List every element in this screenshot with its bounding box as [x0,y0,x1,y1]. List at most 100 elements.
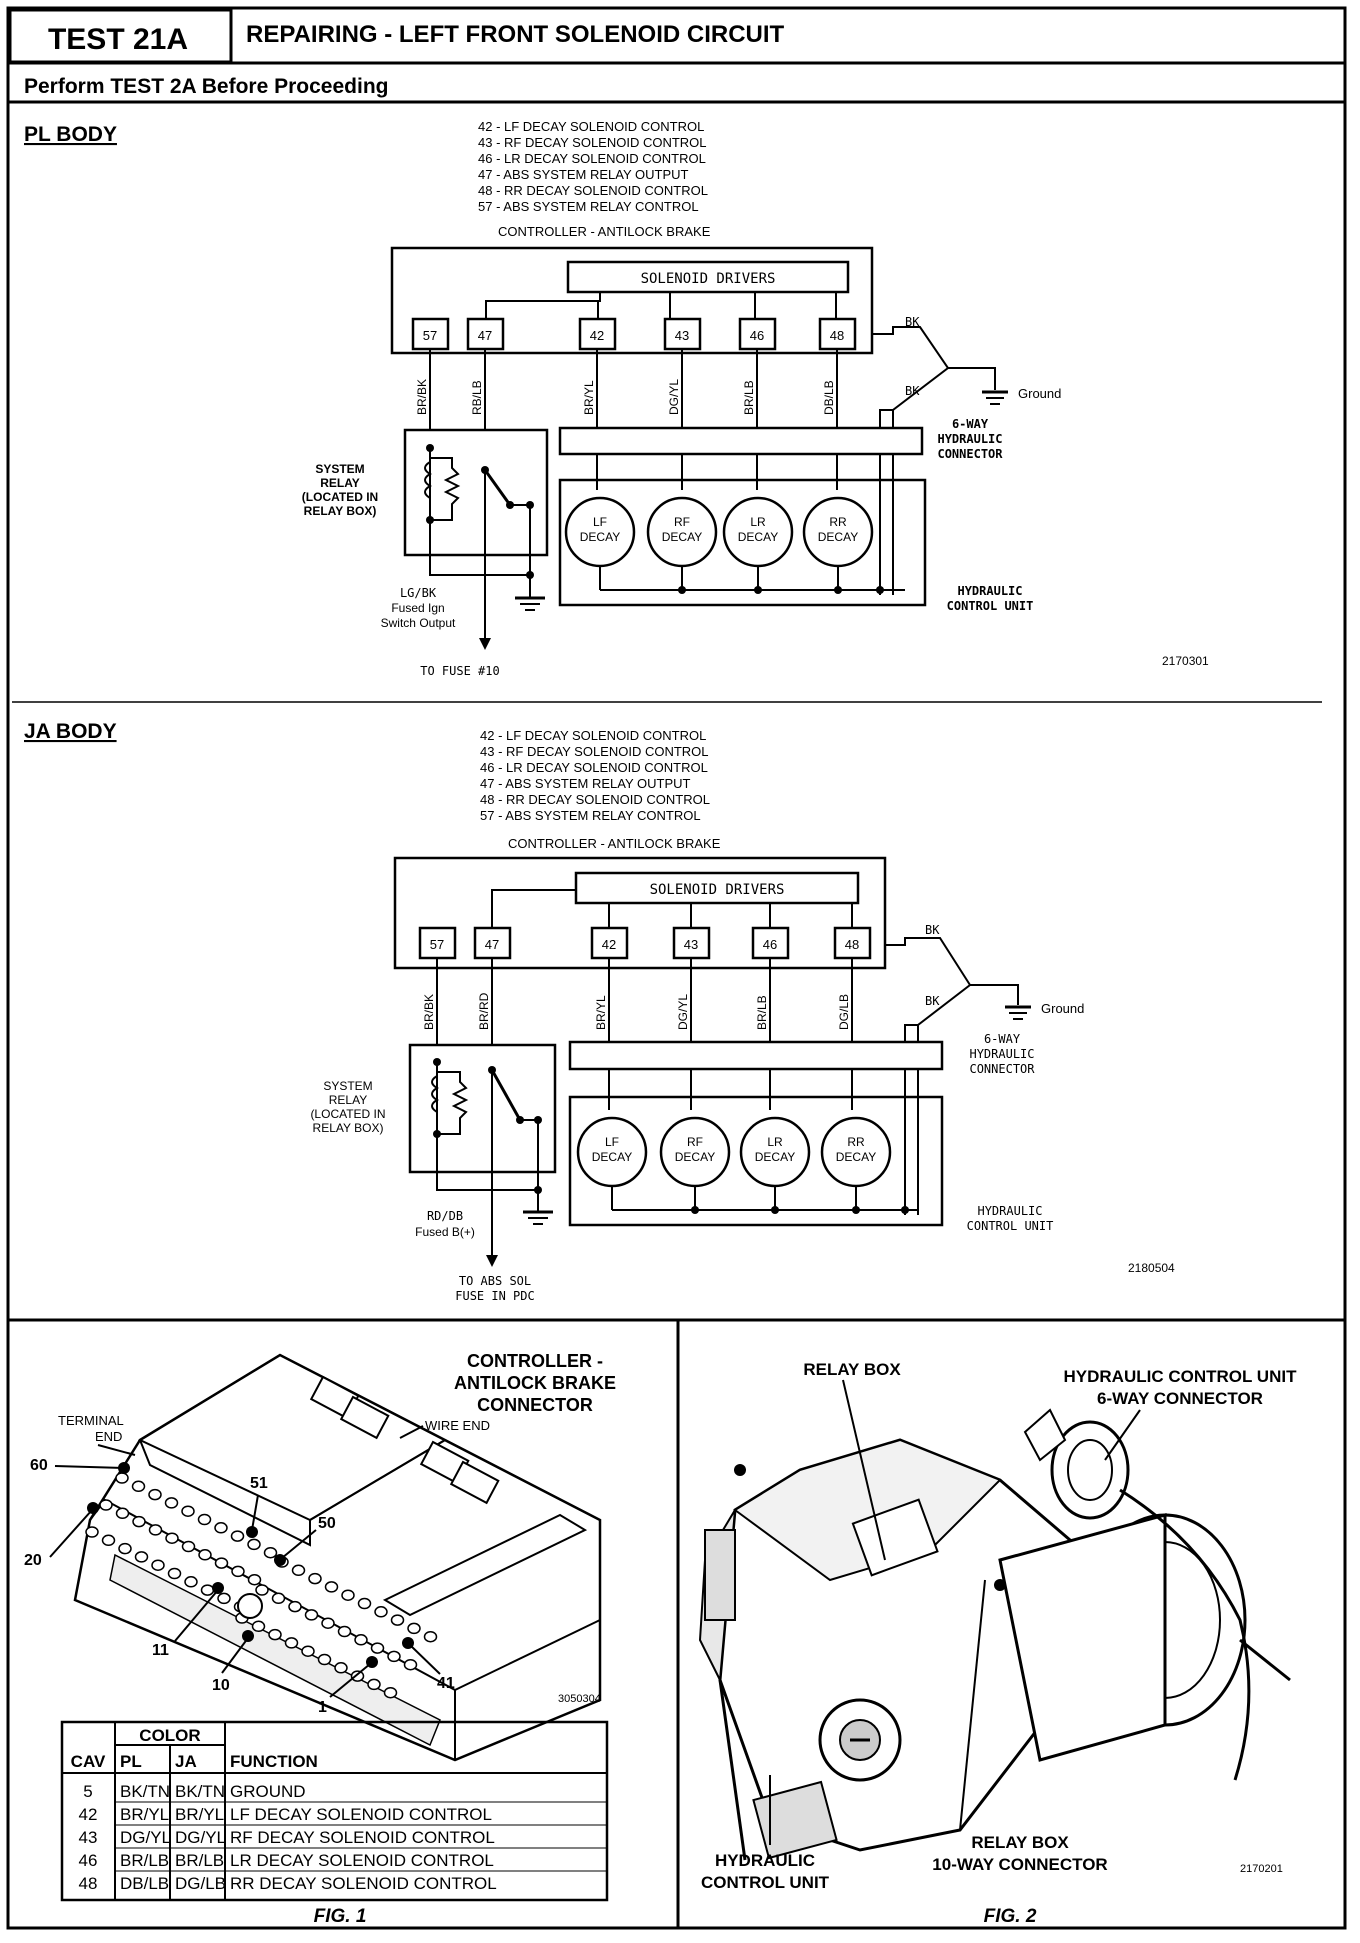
fig2-figure-number: 2170201 [1240,1863,1283,1875]
pl-hydraulic-control-unit [558,478,927,607]
ja-pin-box [418,926,457,960]
fig1-pin-hole [247,1573,262,1586]
fig1-pin-hole [148,1488,162,1501]
fig1-pin-hole [407,1622,421,1635]
fig2-panel: RELAY BOX HYDRAULIC CONTROL UNIT 6-WAY C… [698,1360,1297,1927]
table-header: CAV [71,1752,106,1771]
fig1-pin-holes [85,1472,438,1699]
pl-solenoid-name: LF [593,515,607,529]
pl-legend-line: 43 - RF DECAY SOLENOID CONTROL [478,135,707,150]
pl-legend-line: 46 - LR DECAY SOLENOID CONTROL [478,151,706,166]
ja-pin-number: 57 [430,937,444,952]
ja-hcu-label: CONTROL UNIT [967,1219,1054,1233]
ja-pin-number: 48 [845,937,859,952]
fig1-key-hole [237,1593,263,1619]
pl-section-label: PL BODY [24,123,117,146]
page-subtitle: Perform TEST 2A Before Proceeding [24,75,388,98]
pl-solenoid-type: DECAY [738,530,778,544]
pl-wire-color: BR/LB [742,380,756,415]
fig1-pin-hole [184,1576,198,1588]
pl-legend-line: 47 - ABS SYSTEM RELAY OUTPUT [478,167,689,182]
pl-bk-label: BK [905,384,920,398]
fig1-pin-callout: 10 [212,1677,230,1694]
pl-wire-color: RB/LB [470,380,484,415]
table-cell-function: RR DECAY SOLENOID CONTROL [230,1874,497,1893]
ja-solenoid-name: RR [847,1135,865,1149]
fig1-caption: FIG. 1 [314,1906,367,1927]
pl-feed-label: LG/BK Fused Ign Switch Output [381,586,456,630]
ja-wire-color: BR/LB [755,995,769,1030]
pl-6-way-connector [558,426,924,456]
pl-solenoid-name: LR [750,515,766,529]
pl-pin-box [663,317,702,351]
ja-solenoids: LF DECAY RF DECAY LR DECAY RR DECAY [576,1116,892,1188]
fig2-relay-box-connector-label: 10-WAY CONNECTOR [932,1855,1107,1874]
fig1-terminal-end: TERMINAL END [58,1413,124,1444]
ja-connector-label: HYDRAULIC [969,1047,1034,1061]
ja-relay-text: RELAY [329,1093,367,1107]
pl-pin-number: 48 [830,328,844,343]
fig1-pin-hole [383,1686,398,1699]
fig1-figure-number: 3050304 [558,1693,601,1705]
ja-pins: 57 47 42 43 46 48 [418,926,872,960]
pl-hcu-label: HYDRAULIC [957,584,1022,598]
fig1-pin-hole [101,1534,116,1547]
ja-legend-line: 43 - RF DECAY SOLENOID CONTROL [480,744,709,759]
fig1-title-line: CONNECTOR [477,1395,593,1415]
ja-relay-text: SYSTEM [323,1079,372,1093]
ja-connector-label: 6-WAY [984,1032,1021,1046]
ja-legend-line: 47 - ABS SYSTEM RELAY OUTPUT [480,776,691,791]
ja-legend-line: 48 - RR DECAY SOLENOID CONTROL [480,792,710,807]
ja-solenoid-type: DECAY [755,1150,795,1164]
ja-body-section: JA BODY 42 - LF DECAY SOLENOID CONTROL 4… [24,720,1175,1303]
pl-solenoids: LF DECAY RF DECAY LR DECAY RR DECAY [564,496,874,568]
ja-legend-line: 42 - LF DECAY SOLENOID CONTROL [480,728,706,743]
fig1-pin-hole [308,1572,322,1585]
table-cell-function: LR DECAY SOLENOID CONTROL [230,1851,494,1870]
fig1-pin-hole [247,1538,261,1551]
fig1-pin-callouts: 60 51 50 20 11 10 41 1 [24,1457,455,1716]
fig1-pin-callout: 20 [24,1552,42,1569]
ja-legend-line: 57 - ABS SYSTEM RELAY CONTROL [480,808,701,823]
pl-figure-number: 2170301 [1162,654,1209,668]
fig1-pin-hole [99,1499,113,1511]
pl-body-section: PL BODY 42 - LF DECAY SOLENOID CONTROL 4… [24,119,1209,678]
ja-solenoid-name: LF [605,1135,619,1149]
fig1-pin-hole [200,1584,215,1596]
table-cell-color: BR/LB [175,1851,224,1870]
fig1-pin-hole [251,1620,266,1633]
fig2-relay-box-connector-label: RELAY BOX [971,1833,1069,1852]
pl-wire-color: BR/YL [582,380,596,415]
ja-bk-label: BK [925,994,940,1008]
ja-pin-box [672,926,711,960]
table-cell-color: BR/YL [175,1805,224,1824]
pl-wire-labels: BR/BK RB/LB BR/YL DG/YL BR/LB DB/LB [415,379,836,415]
pl-pin-number: 46 [750,328,764,343]
table-cell-cavity: 5 [83,1782,92,1801]
ja-relay-text: RELAY BOX) [313,1121,384,1135]
fig1-pin-hole [324,1581,339,1593]
fig1-pin-hole [231,1565,245,1578]
ja-pin-box [751,926,790,960]
fig1-pin-callout: 51 [250,1475,268,1492]
ja-relay-label: SYSTEM RELAY (LOCATED IN RELAY BOX) [310,1079,385,1135]
ja-bk-label: BK [925,923,940,937]
pl-relay-text: RELAY BOX) [304,504,377,518]
table-cell-color: DG/YL [175,1828,226,1847]
pl-legend-line: 57 - ABS SYSTEM RELAY CONTROL [478,199,699,214]
fig1-pin-hole [350,1670,365,1682]
pl-pins: 57 47 42 43 46 48 [411,317,857,351]
fig1-pin-callout: 50 [318,1515,336,1532]
pl-wire-color: BR/BK [415,379,429,415]
table-cell-color: DG/YL [120,1828,171,1847]
fig1-pin-hole [164,1497,179,1509]
ja-controller-label: CONTROLLER - ANTILOCK BRAKE [508,836,721,851]
fig1-pin-hole [370,1642,385,1654]
fig1-pin-hole [403,1658,418,1671]
table-cell-color: BR/YL [120,1805,169,1824]
ja-solenoid-drivers-box [574,871,860,905]
table-cell-color: BR/LB [120,1851,169,1870]
table-cell-function: RF DECAY SOLENOID CONTROL [230,1828,495,1847]
